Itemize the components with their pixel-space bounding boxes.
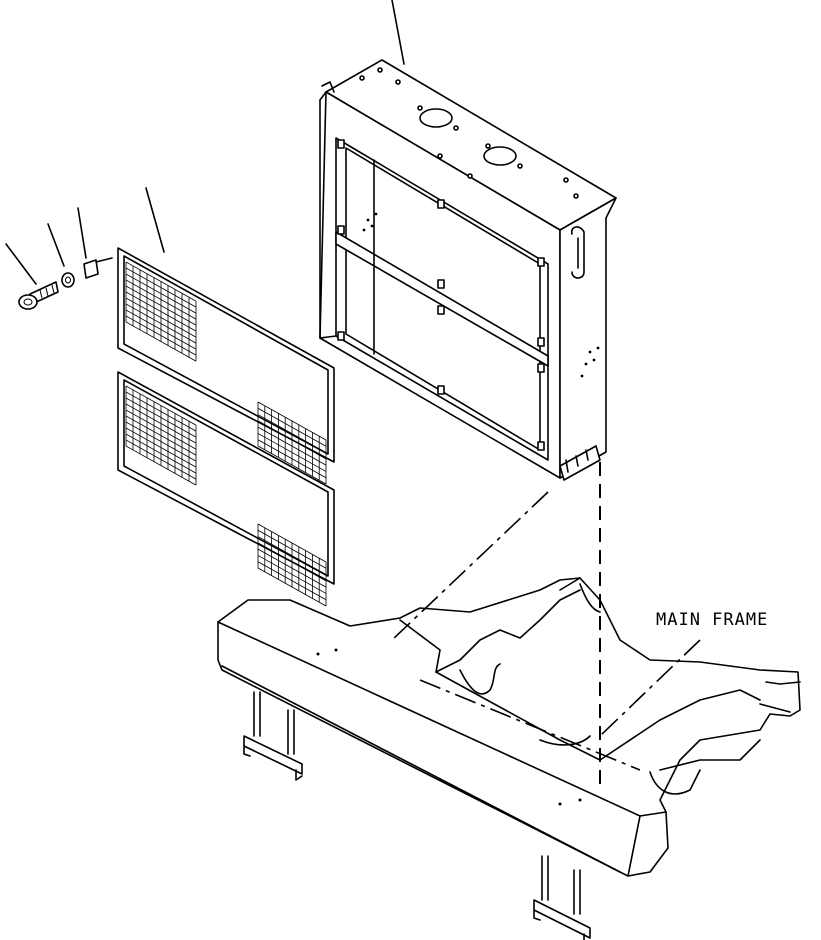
upper-grille-mesh bbox=[125, 261, 327, 485]
bolt bbox=[18, 281, 59, 310]
washer bbox=[61, 272, 75, 288]
alignment-lines bbox=[391, 462, 701, 790]
main-frame-callout: MAIN FRAME bbox=[656, 610, 769, 630]
main-frame bbox=[217, 577, 801, 940]
leader-lines bbox=[5, 0, 405, 285]
radiator-guard-frame bbox=[319, 59, 617, 481]
lower-grille-panel bbox=[117, 371, 335, 607]
clip-nut bbox=[83, 257, 113, 279]
lower-grille-mesh bbox=[125, 385, 327, 607]
upper-grille-panel bbox=[117, 247, 335, 485]
